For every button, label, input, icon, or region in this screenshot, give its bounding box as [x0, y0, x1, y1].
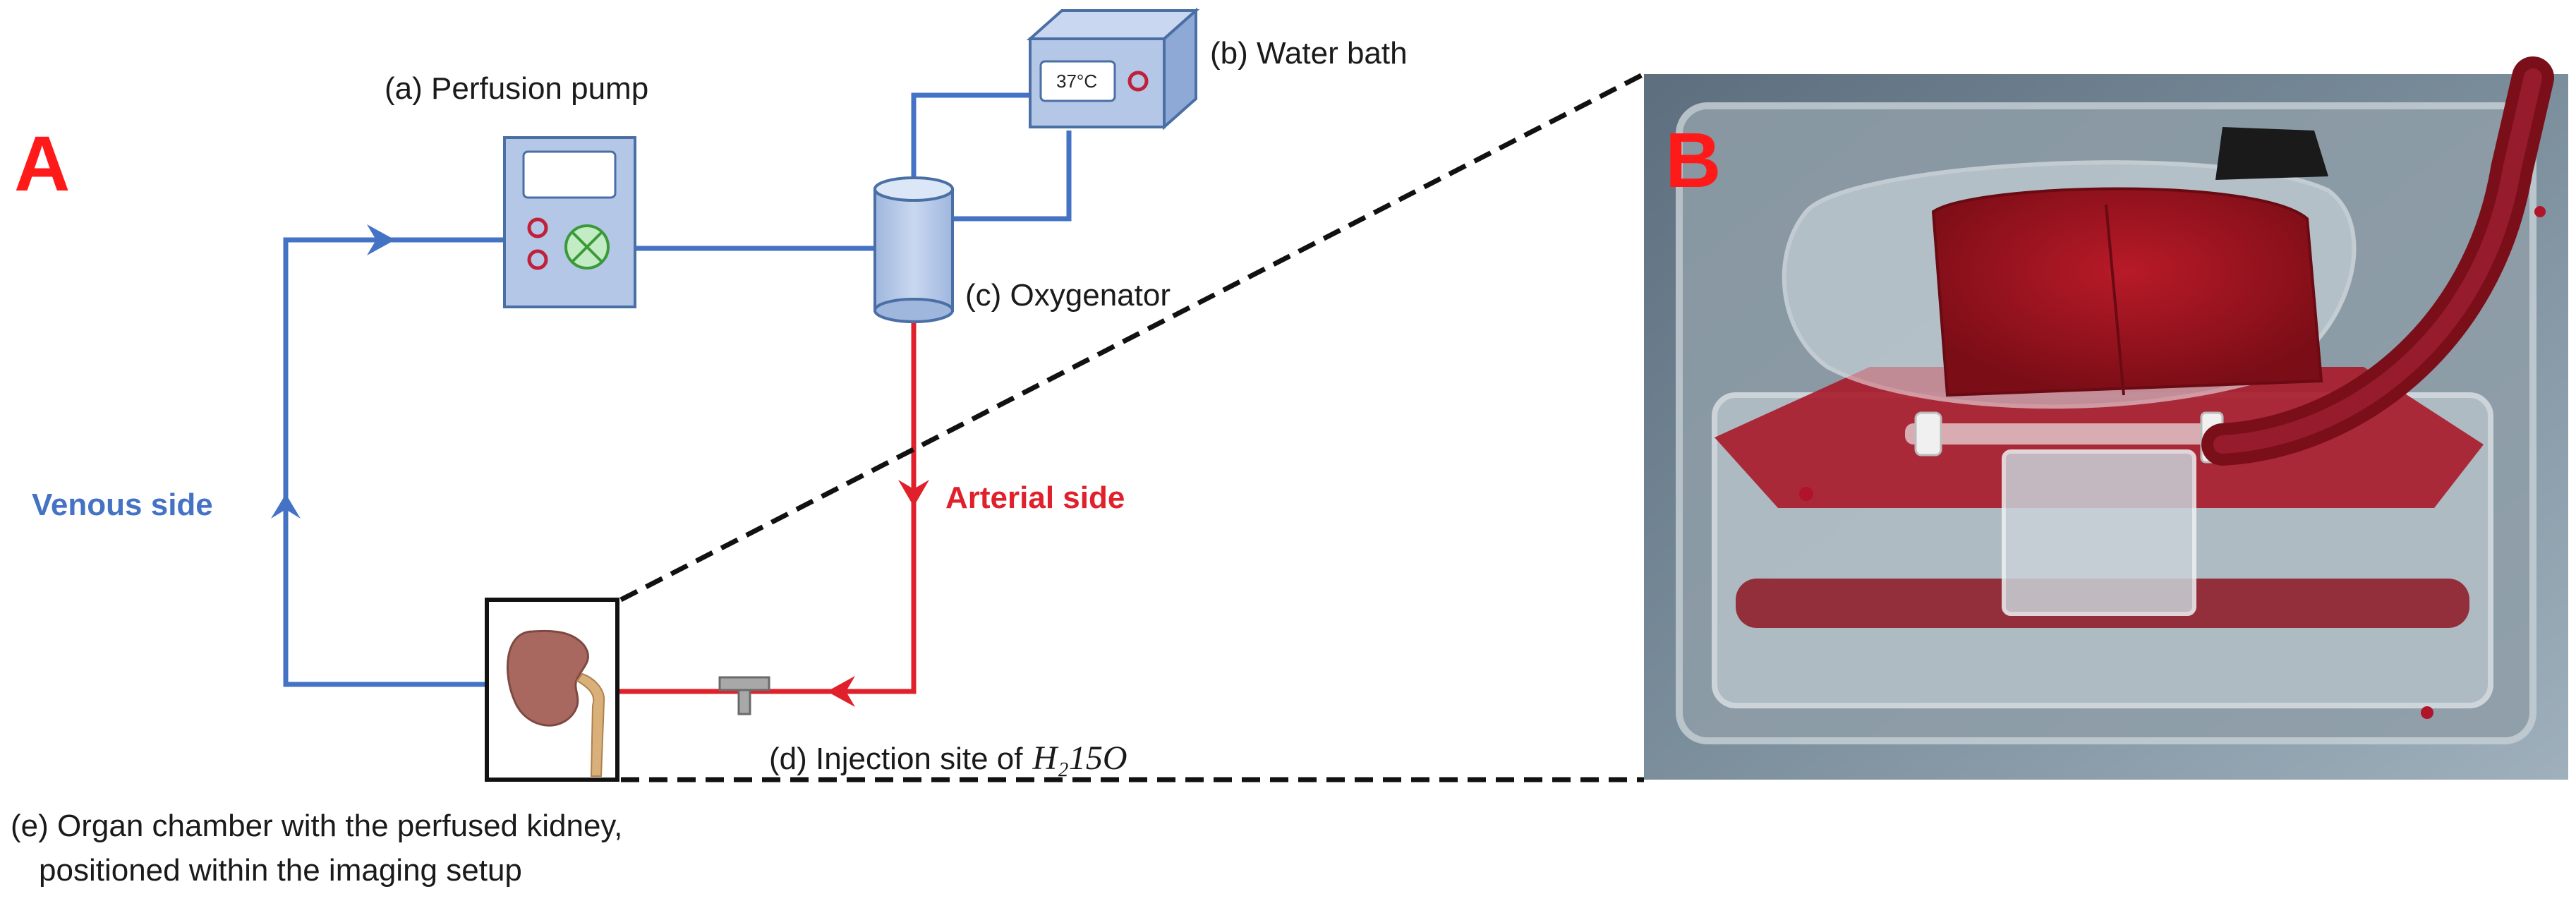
injection-site-text: (d) Injection site of — [769, 742, 1023, 776]
pump-button-top — [527, 217, 548, 238]
water-bath: 37°C — [1026, 7, 1200, 131]
injection-site-label: (d) Injection site of H₂15O — [769, 739, 1127, 777]
organ-chamber-photo — [1644, 56, 2568, 780]
chamber-label-line1: (e) Organ chamber with the perfused kidn… — [11, 809, 622, 843]
temperature-value: 37°C — [1056, 71, 1097, 92]
injection-formula: H₂15O — [1032, 739, 1127, 777]
panel-label-a: A — [14, 121, 70, 207]
injection-port — [718, 676, 770, 715]
pump-button-bottom — [527, 249, 548, 270]
perfusion-pump — [503, 136, 636, 308]
venous-flow-arrow-left — [271, 494, 301, 519]
oxygenator-label: (c) Oxygenator — [965, 278, 1171, 313]
zoom-connector-lines — [619, 71, 1645, 782]
venous-side-label: Venous side — [32, 488, 213, 522]
arterial-flow-arrow-left — [827, 676, 855, 707]
pump-display — [522, 150, 617, 199]
venous-flow-arrow-top — [367, 224, 395, 255]
arterial-side-label: Arterial side — [945, 480, 1125, 515]
pump-label: (a) Perfusion pump — [385, 71, 648, 106]
temperature-display — [1039, 60, 1116, 102]
kidney-icon — [507, 629, 605, 777]
oxygenator — [873, 176, 954, 323]
water-bath-button — [1127, 71, 1149, 92]
chamber-label-line2: positioned within the imaging setup — [39, 853, 522, 888]
arterial-flow-arrow-down — [898, 480, 929, 507]
arterial-tubing — [614, 314, 917, 694]
pump-rotor-icon — [564, 224, 610, 270]
panel-label-b: B — [1665, 117, 1721, 204]
water-bath-label: (b) Water bath — [1210, 36, 1408, 71]
venous-tubing — [283, 92, 1072, 687]
